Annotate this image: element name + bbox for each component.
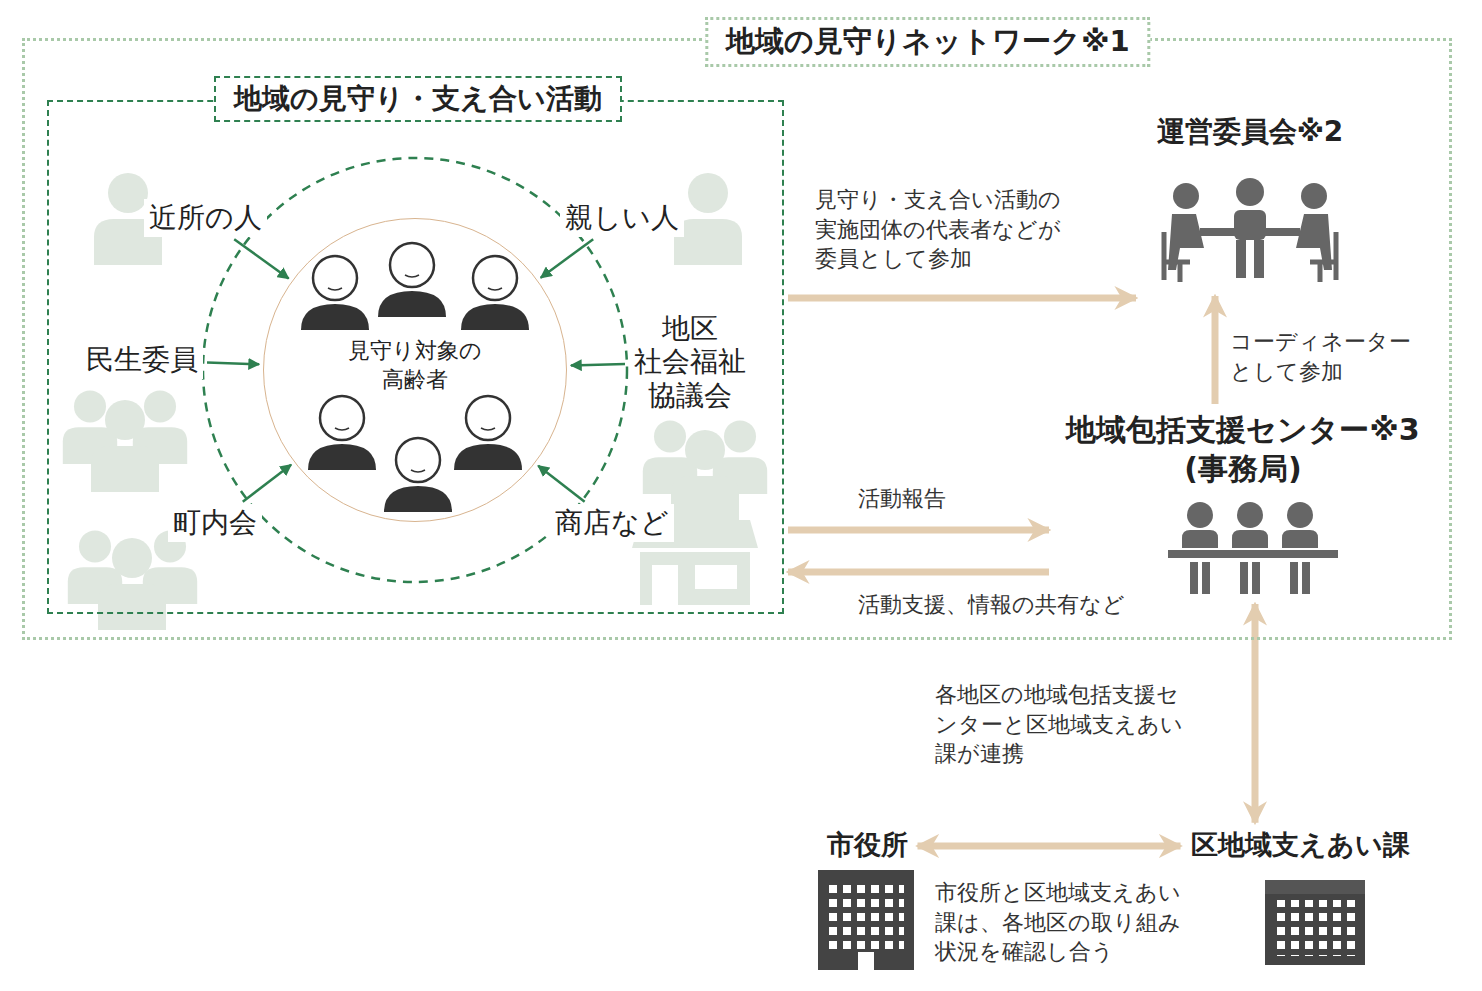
office-node: 地域包括支援センター※3 (事務局) [1053,408,1433,600]
node-text: 地域包括支援センター※3 (事務局) [1066,408,1419,488]
activity-frame: 見守り対象の 高齢者 近所の人 親しい人民生委員 地区 社会福祉 協議会町内会 商店など… [47,100,784,614]
text-word: 社会福祉 [634,345,746,379]
frame-title: 地域の見守りネットワーク※1 [705,17,1150,67]
text-word: コーディネーター [1230,327,1411,357]
flow-arrow [1212,296,1219,404]
text-word: 地域の見守りネットワーク※1 [726,22,1129,62]
node-text: 区地域支えあい課 [1191,829,1410,861]
office-node: 市役所 [821,827,914,863]
node-text: 町内会 [173,506,257,540]
edge-label: 見守り・支え合い活動の 実施団体の代表者などが 委員として参加 [815,185,1061,274]
text-word: 活動報告 [858,484,946,514]
actor-label: 親しい人 [560,199,684,237]
actor-label: 町内会 [168,504,262,542]
node-text: 市役所 [827,829,908,861]
text-word: 実施団体の代表者などが [815,215,1061,245]
text-word: 地域の見守り・支え合い活動 [234,80,602,118]
text-word: 見守り対象の [348,337,482,366]
text-word: 活動支援、情報の共有など [858,590,1125,620]
node-text: 地区 社会福祉 協議会 [634,312,746,413]
edge-label: 活動支援、情報の共有など [858,590,1125,620]
elderly-faces [301,243,529,512]
node-text: 運営委員会※2 [1157,112,1344,150]
node-text: 商店など [555,506,669,540]
flow-arrow [788,569,1049,576]
watch-arrow [207,362,259,364]
text-word: 見守り・支え合い活動の [815,185,1061,215]
text-word: 近所の人 [149,201,262,235]
flow-arrow [1252,604,1259,823]
meeting-icon [1164,178,1336,282]
text-word: 状況を確認し合う [935,937,1114,967]
text-word: 課が連携 [935,739,1024,769]
text-word: ンターと区地域支えあい [935,710,1183,740]
watch-arrow [541,239,593,278]
node-text: 近所の人 [149,201,262,235]
actor-label: 近所の人 [144,199,267,237]
watch-arrow [243,465,291,502]
text-word: 各地区の地域包括支援セ [935,680,1179,710]
flow-arrow [788,527,1049,534]
frame-title: 地域の見守り・支え合い活動 [214,76,622,122]
text-word: 地区 [662,312,718,346]
background-people [63,173,767,630]
node-text: 見守り対象の 高齢者 [344,337,486,394]
edge-label: 市役所と区地域支えあい 課は、各地区の取り組み 状況を確認し合う [935,878,1181,967]
flow-arrow [918,843,1181,850]
actor-label: 地区 社会福祉 協議会 [629,310,751,415]
edge-label: 活動報告 [858,484,946,514]
text-word: 市役所 [827,829,908,861]
office-node: 区地域支えあい課 [1185,827,1416,863]
edge-label: 各地区の地域包括支援セ ンターと区地域支えあい 課が連携 [935,680,1183,769]
text-word: 親しい人 [565,201,679,235]
elder-circle: 見守り対象の 高齢者 [263,218,567,522]
flow-arrow [788,295,1136,302]
office-node: 運営委員会※2 [1140,112,1360,292]
text-word: 委員として参加 [815,244,972,274]
text-word: 商店など [555,506,669,540]
text-word: 地域包括支援センター※3 [1066,410,1419,449]
text-word: 運営委員会※2 [1157,114,1344,150]
text-word: 高齢者 [382,365,448,394]
ward-office-icon [1265,880,1365,965]
node-text: 親しい人 [565,201,679,235]
actor-label: 商店など [550,504,674,542]
node-text: 民生委員 [86,343,198,377]
text-word: 市役所と区地域支えあい [935,878,1181,908]
text-word: 区地域支えあい課 [1191,829,1410,861]
actor-label: 民生委員 [81,341,203,379]
watch-arrow [538,466,584,502]
text-word: 民生委員 [86,343,198,377]
city-hall-icon [818,870,914,970]
text-word: 課は、各地区の取り組み [935,908,1181,938]
office-icon [1168,502,1338,594]
watch-arrow [571,364,625,366]
text-word: 町内会 [173,506,257,540]
text-word: 協議会 [648,379,732,413]
text-word: として参加 [1230,357,1343,387]
edge-label: コーディネーター として参加 [1230,327,1411,386]
watch-arrow [234,239,288,278]
text-word: (事務局) [1184,449,1301,488]
